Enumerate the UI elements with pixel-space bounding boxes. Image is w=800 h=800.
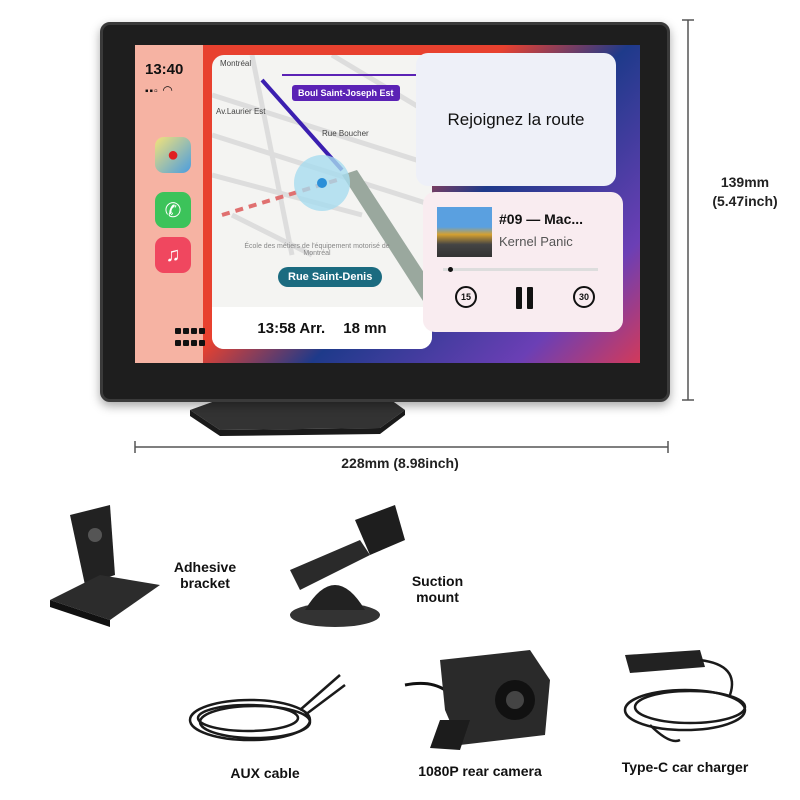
eta-bar[interactable]: 13:58 Arr. 18 mn (212, 307, 432, 349)
skip-back-label: 15 (460, 292, 471, 302)
pause-icon[interactable] (516, 287, 536, 309)
signal-wifi-icon: ▪▪▫ ◠ (145, 83, 174, 97)
map-city-label: Montréal (220, 59, 252, 68)
maps-app-icon[interactable]: ● (155, 137, 191, 173)
map-roads (212, 55, 432, 315)
playback-progress[interactable] (443, 267, 598, 272)
arrival-time: 13:58 Arr. (257, 319, 326, 337)
skip-back-15-icon[interactable]: 15 (455, 286, 477, 308)
height-inch: (5.47inch) (712, 193, 778, 209)
dimension-lines (134, 19, 694, 453)
aux-cable-label: AUX cable (230, 765, 300, 781)
phone-app-icon[interactable]: ✆ (155, 192, 191, 228)
suction-mount-label: Suction mount (411, 573, 464, 605)
progress-handle[interactable] (447, 267, 453, 272)
width-dimension: 228mm (8.98inch) (341, 455, 459, 471)
current-street-label: Rue Saint-Denis (278, 267, 383, 287)
suggestion-card[interactable]: Rejoignez la route (416, 53, 616, 186)
skip-forward-30-icon[interactable]: 30 (573, 286, 595, 308)
trip-duration: 18 mn (343, 319, 387, 337)
track-title: #09 — Mac... (499, 211, 584, 227)
car-charger-label: Type-C car charger (621, 759, 749, 775)
suggestion-text: Rejoignez la route (447, 109, 585, 129)
adhesive-bracket-label: Adhesive bracket (173, 559, 237, 591)
map-street-label: Rue Boucher (322, 129, 369, 138)
map-street-label: Av.Laurier Est (216, 107, 266, 116)
height-dimension: 139mm (5.47inch) (695, 173, 795, 211)
height-mm: 139mm (720, 174, 770, 190)
music-app-icon[interactable]: ♫ (155, 237, 191, 273)
destination-street-label: Boul Saint-Joseph Est (292, 85, 400, 101)
rear-camera-label: 1080P rear camera (418, 763, 542, 779)
carplay-sidebar: 13:40 ▪▪▫ ◠ ● ✆ ♫ (135, 45, 205, 363)
status-time: 13:40 (145, 61, 184, 78)
adhesive-bracket-image (50, 505, 160, 627)
navigation-map[interactable]: Montréal Av.Laurier Est Rue Boucher Écol… (212, 55, 432, 349)
map-poi-label: École des métiers de l'équipement motori… (244, 243, 390, 257)
now-playing-card[interactable]: #09 — Mac... Kernel Panic 15 30 (423, 192, 623, 332)
aux-cable-image (188, 674, 346, 742)
skip-forward-label: 30 (578, 292, 589, 302)
carplay-screen: 13:40 ▪▪▫ ◠ ● ✆ ♫ Montréal Av.Laurier Es… (135, 45, 640, 363)
track-artist: Kernel Panic (499, 234, 573, 249)
app-grid-icon[interactable] (175, 328, 205, 350)
album-art (437, 207, 492, 257)
suction-mount-image (290, 505, 405, 627)
car-charger-image (623, 650, 747, 743)
rear-camera-image (404, 650, 550, 750)
